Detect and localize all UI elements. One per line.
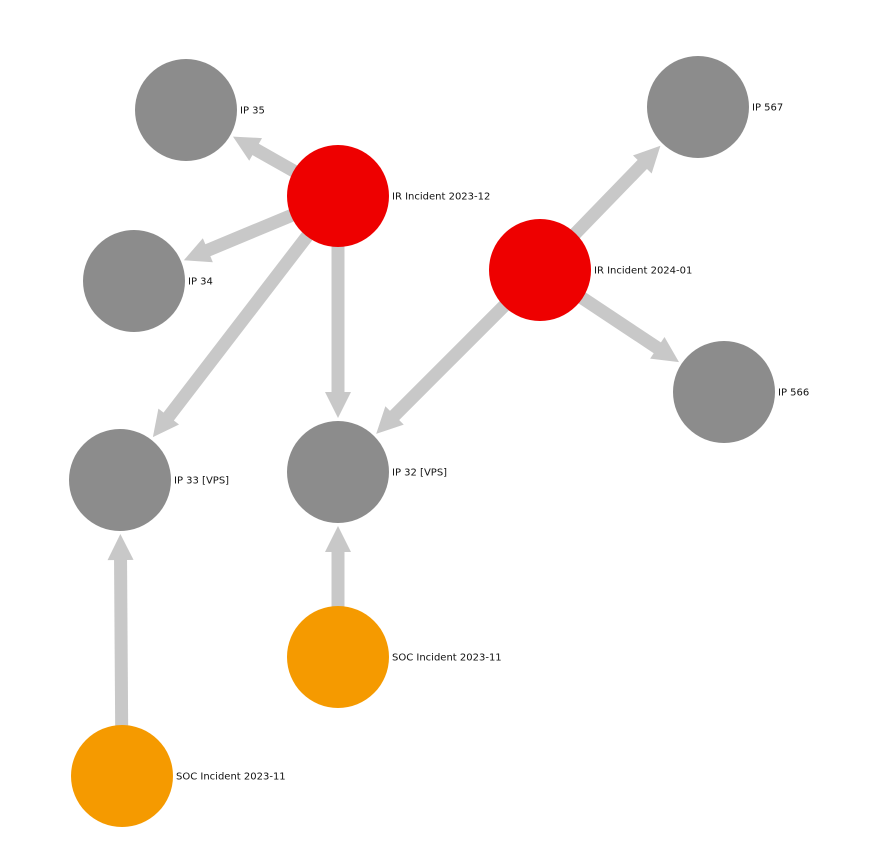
edge-arrowhead-ir-2024-01-to-ip-567	[632, 145, 661, 174]
edge-ir-2024-01-to-ip-566	[575, 290, 663, 355]
node-ir-2023-12[interactable]: IR Incident 2023-12	[287, 145, 490, 247]
node-ip-33[interactable]: IP 33 [VPS]	[69, 429, 229, 531]
node-label-soc-a: SOC Incident 2023-11	[392, 653, 502, 664]
node-label-ir-2024-01: IR Incident 2024-01	[594, 266, 692, 277]
node-soc-a[interactable]: SOC Incident 2023-11	[287, 606, 502, 708]
node-label-ip-567: IP 567	[752, 103, 783, 114]
edge-arrowhead-ir-2024-01-to-ip-566	[650, 336, 679, 363]
node-circle-ip-34[interactable]	[83, 230, 185, 332]
node-ip-35[interactable]: IP 35	[135, 59, 265, 161]
edge-arrowhead-ir-2023-12-to-ip-34	[183, 238, 213, 263]
edge-arrowhead-ir-2024-01-to-ip-32	[376, 406, 404, 434]
node-label-ip-33: IP 33 [VPS]	[174, 476, 229, 487]
node-circle-ir-2024-01[interactable]	[489, 219, 591, 321]
edge-ir-2024-01-to-ip-32	[388, 298, 512, 422]
node-label-ip-566: IP 566	[778, 388, 809, 399]
node-circle-ip-567[interactable]	[647, 56, 749, 158]
node-label-ip-32: IP 32 [VPS]	[392, 468, 447, 479]
edge-arrowhead-ir-2023-12-to-ip-35	[232, 136, 263, 161]
node-circle-ip-32[interactable]	[287, 421, 389, 523]
edge-ir-2024-01-to-ip-567	[568, 158, 649, 241]
edge-arrowhead-soc-b-to-ip-33	[107, 533, 134, 561]
edge-soc-b-to-ip-33	[114, 557, 129, 730]
edge-ir-2023-12-to-ip-35	[250, 142, 301, 179]
node-label-soc-b: SOC Incident 2023-11	[176, 772, 286, 783]
edge-ir-2023-12-to-ip-33	[162, 229, 315, 423]
edge-ir-2023-12-to-ip-34	[203, 208, 298, 257]
node-soc-b[interactable]: SOC Incident 2023-11	[71, 725, 286, 827]
node-ip-566[interactable]: IP 566	[673, 341, 809, 443]
node-circle-ir-2023-12[interactable]	[287, 145, 389, 247]
node-ir-2024-01[interactable]: IR Incident 2024-01	[489, 219, 692, 321]
node-circle-soc-b[interactable]	[71, 725, 173, 827]
edges-layer	[107, 136, 679, 730]
node-label-ip-34: IP 34	[188, 277, 213, 288]
edge-arrowhead-ir-2023-12-to-ip-33	[152, 408, 180, 438]
node-ip-32[interactable]: IP 32 [VPS]	[287, 421, 447, 523]
edge-arrowhead-ir-2023-12-to-ip-32	[325, 392, 351, 418]
edge-arrowhead-soc-a-to-ip-32	[325, 526, 351, 552]
node-circle-ip-566[interactable]	[673, 341, 775, 443]
node-label-ip-35: IP 35	[240, 106, 265, 117]
node-label-ir-2023-12: IR Incident 2023-12	[392, 192, 490, 203]
node-ip-567[interactable]: IP 567	[647, 56, 783, 158]
node-circle-soc-a[interactable]	[287, 606, 389, 708]
node-circle-ip-35[interactable]	[135, 59, 237, 161]
node-circle-ip-33[interactable]	[69, 429, 171, 531]
node-ip-34[interactable]: IP 34	[83, 230, 213, 332]
